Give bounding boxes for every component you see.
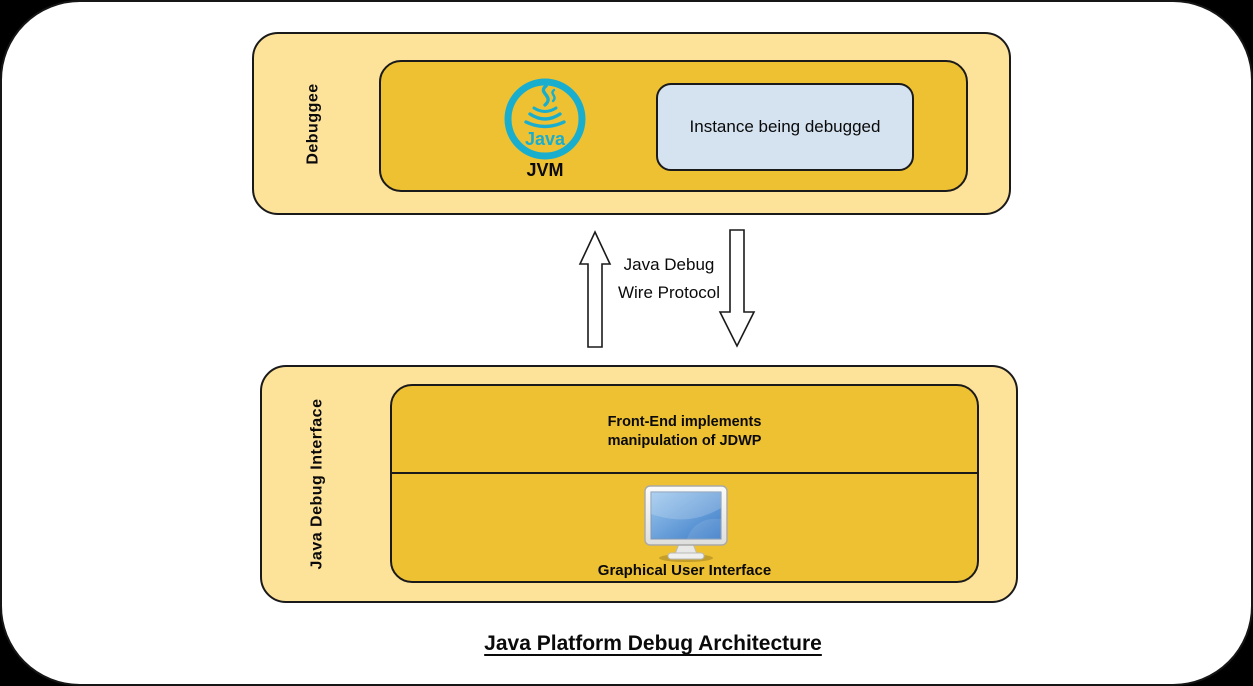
jdwp-arrows: [578, 229, 756, 348]
jvm-box: Java JVM Instance being debugged: [379, 60, 968, 192]
java-logo-word: Java: [525, 129, 566, 149]
jdi-container: Java Debug Interface Front-End implement…: [260, 365, 1018, 603]
debuggee-container: Debuggee Java JVM Instance being debugge…: [252, 32, 1011, 215]
jdi-label-text: Java Debug Interface: [308, 398, 326, 570]
jdwp-label-line2: Wire Protocol: [617, 283, 721, 302]
java-logo-icon: Java: [503, 75, 587, 161]
gui-label: Graphical User Interface: [597, 562, 772, 579]
jdwp-label: Java Debug Wire Protocol: [582, 251, 756, 307]
jvm-label: JVM: [526, 160, 564, 180]
page-title: Java Platform Debug Architecture: [484, 632, 822, 655]
front-end-box: Front-End implements manipulation of JDW…: [390, 384, 979, 583]
debuggee-label-text: Debuggee: [305, 82, 322, 165]
debuggee-label: Debuggee: [274, 34, 354, 213]
front-end-line2: manipulation of JDWP: [607, 433, 762, 449]
arrow-up-icon: [578, 230, 612, 348]
jdwp-label-line1: Java Debug: [623, 255, 715, 274]
front-end-text: Front-End implements manipulation of JDW…: [392, 413, 977, 451]
instance-box: Instance being debugged: [656, 83, 914, 171]
front-end-gui-divider: [392, 472, 977, 474]
computer-monitor-icon: [643, 485, 729, 563]
jdi-label: Java Debug Interface: [277, 367, 357, 601]
arrow-down-icon: [718, 229, 756, 348]
front-end-line1: Front-End implements: [607, 414, 762, 430]
instance-box-text: Instance being debugged: [689, 117, 881, 136]
